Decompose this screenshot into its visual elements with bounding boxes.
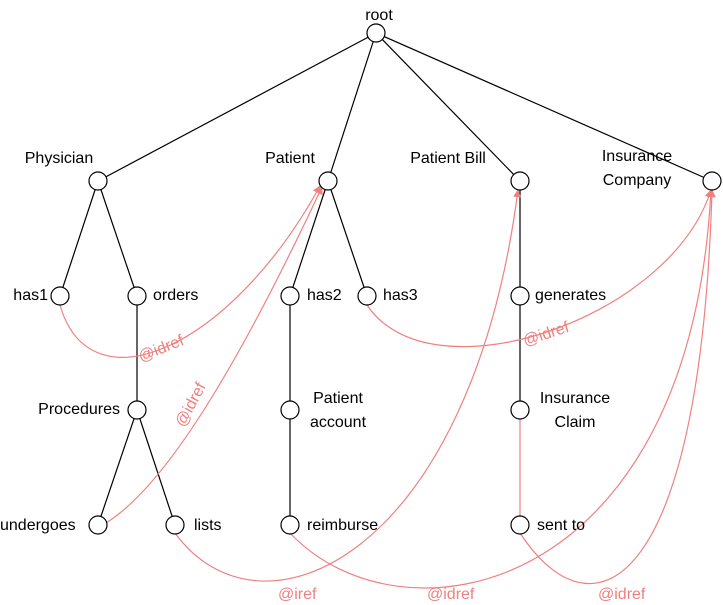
node-patient-account[interactable] xyxy=(280,400,300,420)
label-insurance-claim-line2: Claim xyxy=(555,414,596,431)
ref-label-undergoes-to-patient: @idref xyxy=(173,380,211,430)
label-has3: has3 xyxy=(383,287,418,304)
node-insurance-claim[interactable] xyxy=(510,400,530,420)
ref-edge-sent-to-to-insurance-company xyxy=(519,189,716,585)
ref-label-has3-to-insurance-company: @idref xyxy=(521,319,572,350)
ref-edge-reimburse-to-insurance-company xyxy=(289,189,715,589)
ref-edge-undergoes-to-patient xyxy=(105,186,323,524)
node-generates[interactable] xyxy=(510,286,530,306)
node-has3[interactable] xyxy=(357,286,377,306)
label-has2: has2 xyxy=(307,287,342,304)
node-labels: root Physician Patient Patient Bill Insu… xyxy=(0,7,672,534)
node-physician[interactable] xyxy=(88,171,108,191)
label-sent-to: sent to xyxy=(537,517,585,534)
edge-physician-orders xyxy=(97,180,138,297)
label-undergoes: undergoes xyxy=(0,517,76,534)
node-reimburse[interactable] xyxy=(280,515,300,535)
edge-patient-has2 xyxy=(289,180,329,297)
ref-edge-lists-to-patient-bill xyxy=(174,189,522,582)
node-has2[interactable] xyxy=(280,286,300,306)
label-procedures: Procedures xyxy=(38,401,120,418)
edge-root-insurance-company xyxy=(375,32,713,182)
ref-label-lists-to-patient-bill: @iref xyxy=(278,586,317,603)
reference-edges xyxy=(59,185,716,589)
label-reimburse: reimburse xyxy=(307,517,378,534)
label-insurance-company-line1: Insurance xyxy=(602,148,672,165)
label-patient-account-line2: account xyxy=(310,414,367,431)
ref-label-reimburse-to-insurance-company: @idref xyxy=(427,586,475,603)
node-lists[interactable] xyxy=(165,515,185,535)
node-orders[interactable] xyxy=(127,286,147,306)
tree-edges xyxy=(59,32,713,526)
edge-patient-has3 xyxy=(327,180,368,297)
tree-nodes xyxy=(50,23,722,535)
label-patient: Patient xyxy=(265,150,315,167)
edge-procedures-undergoes xyxy=(97,409,138,526)
node-procedures[interactable] xyxy=(127,400,147,420)
edge-root-patient-bill xyxy=(375,32,521,182)
node-undergoes[interactable] xyxy=(88,515,108,535)
edge-physician-has1 xyxy=(59,180,99,297)
label-generates: generates xyxy=(535,287,606,304)
label-patient-account-line1: Patient xyxy=(313,390,363,407)
reference-labels: @idref @idref @idref @iref @idref @idref xyxy=(136,319,646,603)
node-patient-bill[interactable] xyxy=(510,171,530,191)
label-root: root xyxy=(365,7,393,24)
node-root[interactable] xyxy=(366,23,386,43)
label-orders: orders xyxy=(153,287,198,304)
label-lists: lists xyxy=(194,517,222,534)
label-insurance-company-line2: Company xyxy=(603,172,671,189)
edge-root-physician xyxy=(97,32,377,182)
ref-label-sent-to-to-insurance-company: @idref xyxy=(598,586,646,603)
edge-procedures-lists xyxy=(136,409,176,526)
label-has1: has1 xyxy=(13,287,48,304)
ref-label-has1-to-patient: @idref xyxy=(136,332,187,366)
label-patient-bill: Patient Bill xyxy=(410,150,486,167)
node-insurance-company[interactable] xyxy=(702,171,722,191)
ref-edge-has3-to-insurance-company xyxy=(366,189,713,348)
node-patient[interactable] xyxy=(318,171,338,191)
label-insurance-claim-line1: Insurance xyxy=(540,390,610,407)
edge-root-patient xyxy=(327,32,377,182)
ref-edge-has1-to-patient xyxy=(59,185,321,358)
node-sent-to[interactable] xyxy=(510,515,530,535)
node-has1[interactable] xyxy=(50,286,70,306)
label-physician: Physician xyxy=(25,150,93,167)
